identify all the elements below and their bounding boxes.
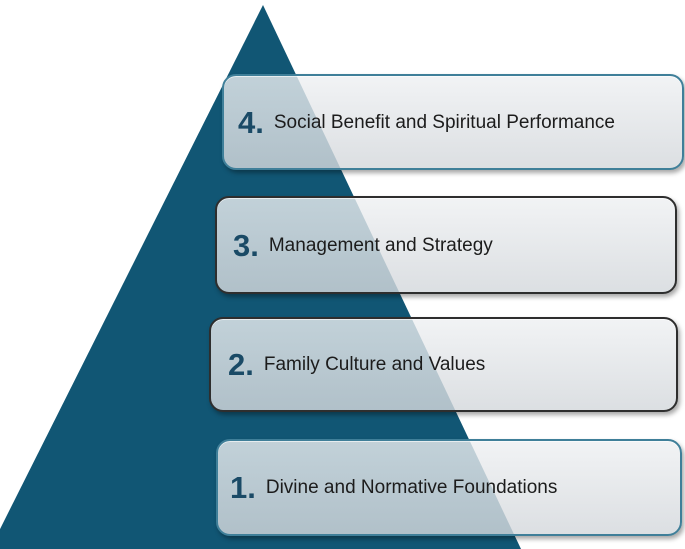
level-1-label: Divine and Normative Foundations <box>265 477 558 498</box>
level-3-label: Management and Strategy <box>268 234 493 256</box>
pyramid-level-2: 2. Family Culture and Values <box>209 317 678 412</box>
level-4-label: Social Benefit and Spiritual Performance <box>273 111 615 133</box>
level-1-number: 1. <box>230 470 256 505</box>
level-2-number: 2. <box>228 347 254 382</box>
level-3-number: 3. <box>233 227 259 263</box>
pyramid-level-3: 3. Management and Strategy <box>215 196 677 294</box>
pyramid-level-4: 4. Social Benefit and Spiritual Performa… <box>222 74 684 170</box>
level-4-number: 4. <box>238 104 264 140</box>
level-2-label: Family Culture and Values <box>263 354 486 375</box>
pyramid-level-1: 1. Divine and Normative Foundations <box>216 439 682 536</box>
